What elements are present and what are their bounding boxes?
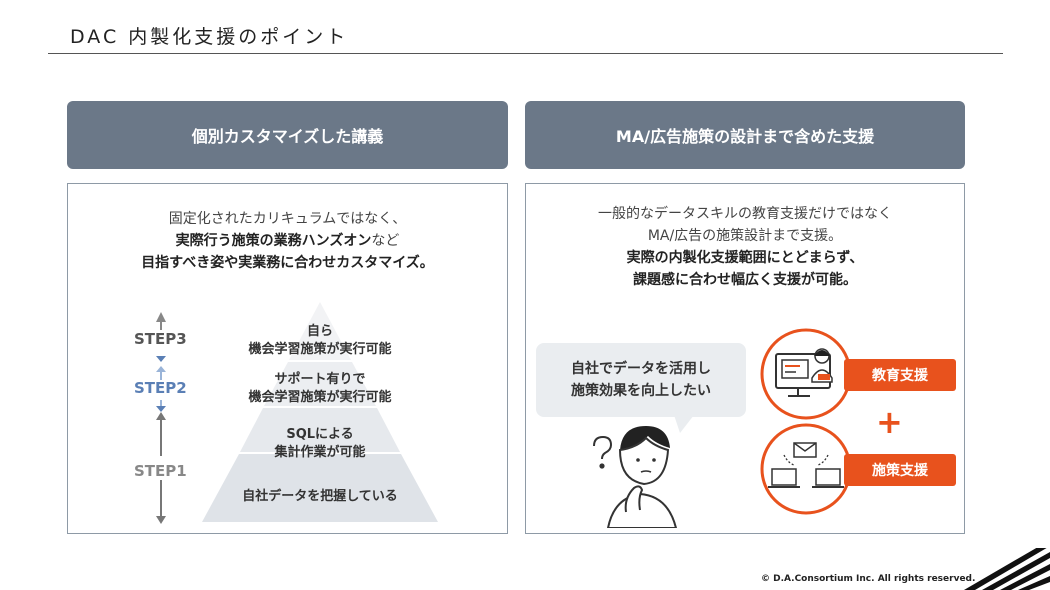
bubble-line2: 施策効果を向上したい bbox=[571, 383, 711, 399]
left-desc-line3: 目指すべき姿や実業務に合わせカスタマイズ。 bbox=[141, 255, 434, 271]
question-mark-icon bbox=[593, 435, 613, 469]
pyr-level3-text: サポート有りで 機会学習施策が実行可能 bbox=[220, 371, 420, 407]
band-1 bbox=[202, 454, 438, 522]
left-desc-line2-rest: など bbox=[371, 233, 400, 249]
speech-bubble: 自社でデータを活用し 施策効果を向上したい bbox=[536, 343, 746, 417]
pyr-level3-line1: サポート有りで bbox=[274, 372, 366, 387]
education-support-label: 教育支援 bbox=[844, 359, 956, 391]
pyr-level1-text: 自社データを把握している bbox=[220, 488, 420, 506]
right-desc-line3: 実際の内製化支援範囲にとどまらず、 bbox=[626, 250, 864, 266]
band-2 bbox=[240, 408, 400, 452]
band-3 bbox=[264, 362, 376, 406]
left-desc-line2-bold: 実際行う施策の業務ハンズオン bbox=[175, 233, 372, 249]
pyr-level4-text: 自ら 機会学習施策が実行可能 bbox=[220, 323, 420, 359]
step-arrow-column bbox=[156, 312, 166, 524]
right-description: 一般的なデータスキルの教育支援だけではなく MA/広告の施策設計まで支援。 実際… bbox=[526, 203, 964, 291]
pyr-level4-line1: 自ら bbox=[306, 324, 333, 339]
pyr-level1-line1: 自社データを把握している bbox=[242, 489, 398, 504]
person-face bbox=[618, 436, 670, 486]
bubble-line1: 自社でデータを活用し bbox=[571, 361, 711, 377]
band-4 bbox=[289, 302, 351, 360]
step3-page-label: STEP3 bbox=[134, 330, 187, 348]
right-panel-heading: MA/広告施策の設計まで含めた支援 bbox=[525, 101, 965, 169]
education-support-icon bbox=[760, 328, 852, 420]
left-desc-line2: 実際行う施策の業務ハンズオンなど bbox=[68, 230, 507, 252]
pyr-level2-line1: SQLによる bbox=[286, 427, 354, 442]
pyr-level2-line2: 集計作業が可能 bbox=[274, 445, 366, 460]
left-heading-text: 個別カスタマイズした講義 bbox=[191, 127, 384, 146]
measures-support-label: 施策支援 bbox=[844, 454, 956, 486]
left-desc-line1: 固定化されたカリキュラムではなく、 bbox=[168, 211, 407, 227]
left-panel-heading: 個別カスタマイズした講義 bbox=[67, 101, 508, 169]
step3-arrow bbox=[156, 312, 166, 330]
speech-bubble-tail bbox=[674, 415, 694, 433]
right-heading-text: MA/広告施策の設計まで含めた支援 bbox=[615, 127, 875, 146]
copyright-text: © D.A.Consortium Inc. All rights reserve… bbox=[761, 574, 976, 584]
title-rule bbox=[48, 53, 1003, 54]
step2-arrows bbox=[156, 356, 166, 412]
pyramid-bands-final bbox=[202, 302, 438, 524]
measures-support-icon bbox=[760, 423, 852, 515]
plus-sign: + bbox=[876, 403, 903, 441]
corner-stripes-logo bbox=[964, 548, 1050, 590]
step1-arrows bbox=[156, 412, 166, 524]
right-panel-body: 一般的なデータスキルの教育支援だけではなく MA/広告の施策設計まで支援。 実際… bbox=[525, 183, 965, 534]
thinking-person-illustration bbox=[593, 426, 678, 528]
slide-title: DAC 内製化支援のポイント bbox=[70, 26, 349, 48]
person-hand bbox=[624, 485, 644, 513]
pyr-level4-line2: 機会学習施策が実行可能 bbox=[248, 342, 392, 357]
right-desc-line1: 一般的なデータスキルの教育支援だけではなく bbox=[598, 206, 892, 222]
right-desc-line4: 課題感に合わせ幅広く支援が可能。 bbox=[633, 272, 857, 288]
right-desc-line2: MA/広告の施策設計まで支援。 bbox=[647, 228, 843, 244]
pyr-level3-line2: 機会学習施策が実行可能 bbox=[248, 390, 392, 405]
step1-page-label: STEP1 bbox=[134, 462, 187, 480]
left-description: 固定化されたカリキュラムではなく、 実際行う施策の業務ハンズオンなど 目指すべき… bbox=[68, 208, 507, 274]
person-body bbox=[606, 492, 678, 528]
pyr-level2-text: SQLによる 集計作業が可能 bbox=[220, 426, 420, 462]
step2-page-label: STEP2 bbox=[134, 379, 187, 397]
